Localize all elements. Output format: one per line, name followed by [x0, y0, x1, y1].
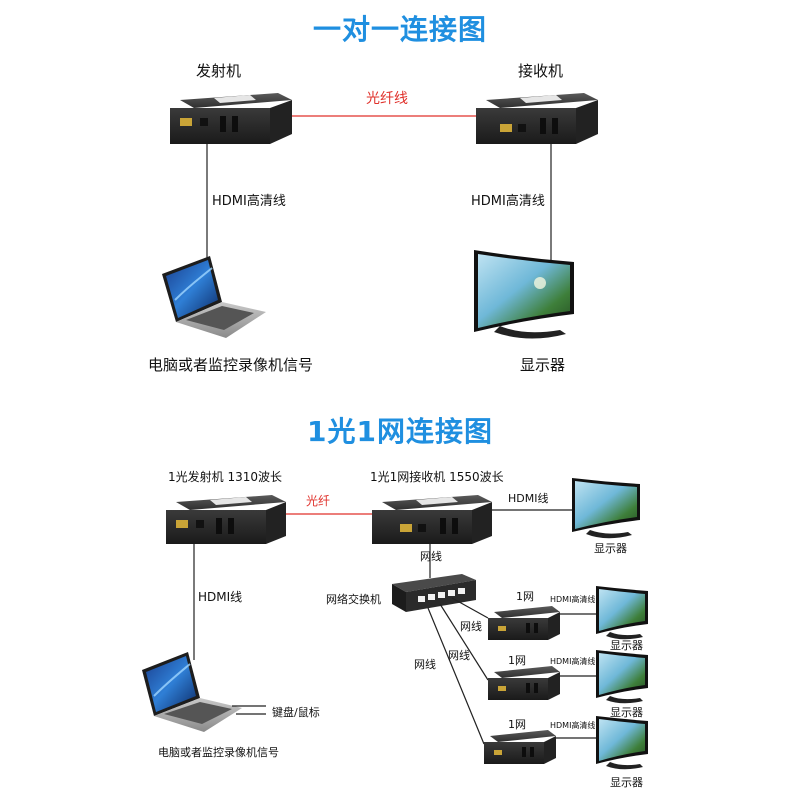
hdmi-right-label: HDMI高清线 — [471, 194, 545, 209]
branch-line-label: 网线 — [460, 620, 482, 633]
hdmi-port-icon — [180, 118, 192, 126]
monitor-icon — [596, 650, 648, 704]
monitor-icon — [474, 250, 574, 339]
transmitter2-label: 1光发射机 1310波长 — [168, 470, 282, 484]
fiber2-label: 光纤 — [306, 494, 331, 508]
hdmi-port-icon — [500, 124, 512, 132]
branch-line-label: 网线 — [448, 649, 470, 662]
branch-net-label: 1网 — [516, 590, 534, 603]
receiver2-label: 1光1网接收机 1550波长 — [370, 470, 504, 484]
section2-title: 1光1网连接图 — [307, 415, 493, 448]
hdmi-left-label: HDMI高清线 — [212, 194, 286, 209]
source2-label: 电脑或者监控录像机信号 — [158, 746, 279, 759]
fiber-label: 光纤线 — [366, 91, 408, 107]
transmitter-device-2 — [166, 495, 286, 544]
branch-hdmi-label: HDMI高清线 — [550, 721, 596, 730]
top-display-label: 显示器 — [594, 542, 627, 555]
section1-title: 一对一连接图 — [312, 13, 487, 46]
receiver-device-2 — [372, 495, 492, 544]
hdmi-port-icon — [400, 524, 412, 532]
branch-line-label: 网线 — [414, 658, 436, 671]
network-switch-icon — [392, 574, 476, 612]
hdmi-top-label: HDMI线 — [508, 492, 549, 505]
net-line-label: 网线 — [420, 550, 442, 563]
branch-receiver-3 — [484, 730, 556, 764]
branch-net-label: 1网 — [508, 718, 526, 731]
receiver-device — [476, 93, 598, 144]
receiver-label: 接收机 — [518, 62, 564, 80]
source-label: 电脑或者监控录像机信号 — [148, 356, 314, 374]
branch-hdmi-label: HDMI高清线 — [550, 595, 596, 604]
branch-display-label: 显示器 — [610, 639, 643, 652]
branch-receiver-2 — [488, 666, 560, 700]
switch-label: 网络交换机 — [326, 593, 381, 606]
keyboard-label: 键盘/鼠标 — [272, 706, 320, 719]
transmitter-label: 发射机 — [196, 62, 242, 80]
monitor-icon — [596, 716, 648, 770]
laptop-icon — [142, 652, 242, 732]
branch-receiver-1 — [488, 606, 560, 640]
monitor-icon — [596, 586, 648, 640]
branch-display-label: 显示器 — [610, 706, 643, 719]
branch-display-label: 显示器 — [610, 776, 643, 789]
transmitter-device — [170, 93, 292, 144]
branch-net-label: 1网 — [508, 654, 526, 667]
monitor-icon — [572, 478, 640, 539]
display-label: 显示器 — [520, 356, 566, 374]
laptop-icon — [162, 256, 266, 338]
branch-hdmi-label: HDMI高清线 — [550, 657, 596, 666]
hdmi-port-icon — [176, 520, 188, 528]
hdmi-left2-label: HDMI线 — [198, 590, 243, 604]
